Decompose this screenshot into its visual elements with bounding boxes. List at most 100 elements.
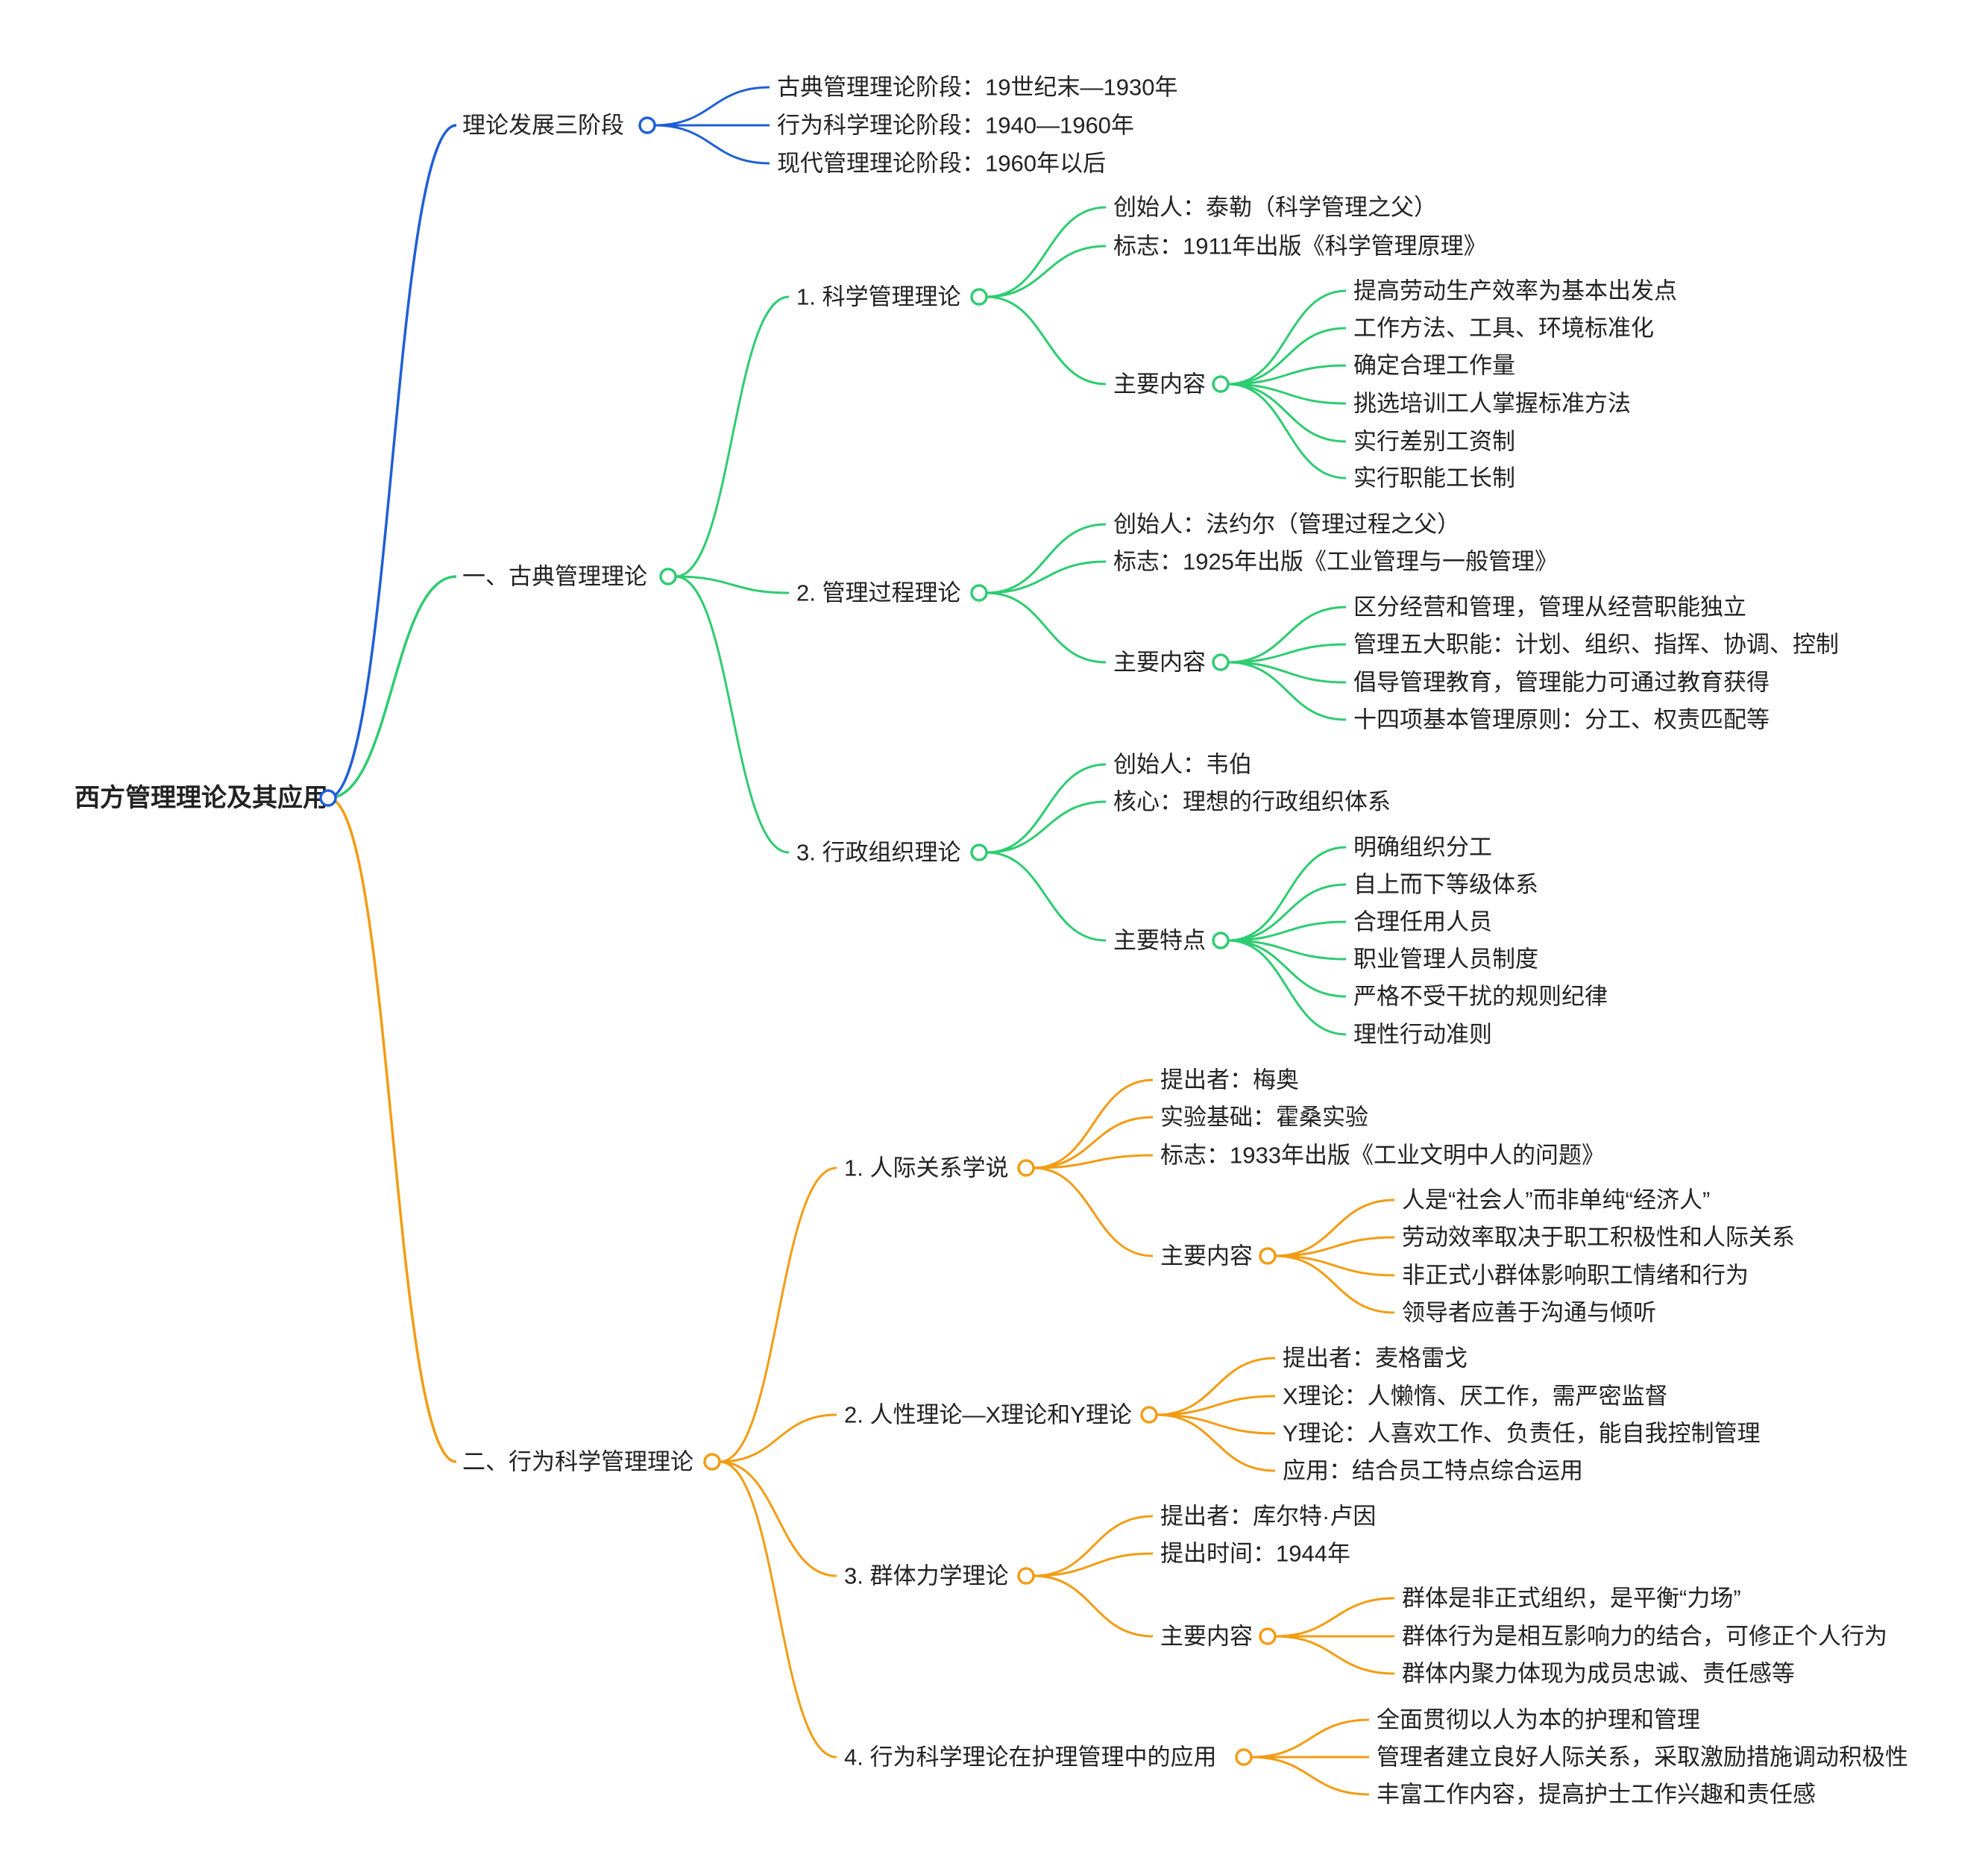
human-relations-content-item: 劳动效率取决于职工积极性和人际关系 xyxy=(1402,1225,1795,1251)
xy-theory-leaf: 应用：结合员工特点综合运用 xyxy=(1283,1458,1583,1484)
human-relations-toggle[interactable] xyxy=(1017,1159,1035,1177)
group-dynamics-content-item: 群体是非正式组织，是平衡“力场” xyxy=(1402,1586,1741,1612)
stage-item: 行为科学理论阶段：1940—1960年 xyxy=(777,113,1134,139)
branch-classical-toggle[interactable] xyxy=(659,568,677,585)
process-mgmt-toggle[interactable] xyxy=(970,584,988,602)
process-mgmt-content-item: 区分经营和管理，管理从经营职能独立 xyxy=(1353,594,1746,621)
group-dynamics-content-item-edge xyxy=(1274,1597,1395,1638)
process-mgmt-content-item-edge xyxy=(1227,661,1347,721)
scientific-mgmt-content-item: 提高劳动生产效率为基本出发点 xyxy=(1353,278,1677,304)
human-relations-content-item-edge xyxy=(1274,1254,1395,1277)
group-dynamics-content-item: 群体行为是相互影响力的结合，可修正个人行为 xyxy=(1402,1624,1887,1650)
process-mgmt-content-item-edge xyxy=(1227,606,1347,664)
process-mgmt-content-item: 十四项基本管理原则：分工、权责匹配等 xyxy=(1353,707,1770,733)
bureaucracy-content-item: 自上而下等级体系 xyxy=(1353,872,1538,898)
human-relations-content-item-edge xyxy=(1274,1254,1395,1314)
xy-theory-toggle[interactable] xyxy=(1140,1406,1158,1424)
xy-theory-leaf: Y理论：人喜欢工作、负责任，能自我控制管理 xyxy=(1283,1421,1761,1447)
bureaucracy-content-item-edge xyxy=(1227,939,1347,961)
scientific-mgmt-content-item-edge xyxy=(1227,327,1347,386)
bureaucracy-content-label: 主要特点 xyxy=(1113,928,1206,954)
branch-classical: 一、古典管理理论 xyxy=(462,564,647,590)
behavioral-to-xy-theory xyxy=(719,1413,837,1463)
branch-behavioral-toggle[interactable] xyxy=(703,1453,721,1471)
behavioral-to-application xyxy=(719,1460,837,1759)
xy-theory-leaf: 提出者：麦格雷戈 xyxy=(1283,1345,1468,1372)
scientific-mgmt-leaf-edge xyxy=(986,206,1107,298)
group-dynamics-toggle[interactable] xyxy=(1017,1567,1035,1585)
bureaucracy-leaf: 创始人：韦伯 xyxy=(1113,752,1252,778)
human-relations-content-edge xyxy=(1033,1166,1154,1257)
human-relations-leaf-edge xyxy=(1033,1116,1154,1169)
bureaucracy-content-item: 理性行动准则 xyxy=(1353,1022,1492,1048)
process-mgmt-leaf: 标志：1925年出版《工业管理与一般管理》 xyxy=(1113,549,1558,575)
process-mgmt-content-item-edge xyxy=(1227,643,1347,664)
bureaucracy-content-toggle[interactable] xyxy=(1212,932,1230,949)
nursing-application-leaf: 丰富工作内容，提高护士工作兴趣和责任感 xyxy=(1377,1782,1816,1808)
root-to-branch-stages xyxy=(327,124,457,800)
human-relations-leaf-edge xyxy=(1033,1154,1154,1169)
bureaucracy: 3. 行政组织理论 xyxy=(796,840,960,866)
scientific-mgmt-toggle[interactable] xyxy=(970,288,988,306)
bureaucracy-content-item: 合理任用人员 xyxy=(1353,909,1492,935)
scientific-mgmt-content-item: 确定合理工作量 xyxy=(1353,353,1515,379)
stage-item: 现代管理理论阶段：1960年以后 xyxy=(777,151,1106,177)
human-relations-content-toggle[interactable] xyxy=(1259,1247,1277,1265)
bureaucracy-content-item: 职业管理人员制度 xyxy=(1353,946,1538,973)
human-relations-content-item: 人是“社会人”而非单纯“经济人” xyxy=(1402,1187,1710,1213)
group-dynamics-leaf-edge xyxy=(1033,1515,1154,1577)
human-relations-content-label: 主要内容 xyxy=(1160,1243,1253,1269)
nursing-application-toggle[interactable] xyxy=(1235,1748,1253,1766)
process-mgmt-leaf-edge xyxy=(986,560,1107,594)
scientific-mgmt-content-label: 主要内容 xyxy=(1113,371,1206,398)
bureaucracy-content-item-edge xyxy=(1227,846,1347,942)
process-mgmt-content-toggle[interactable] xyxy=(1212,653,1230,671)
bureaucracy-content-item-edge xyxy=(1227,939,1347,998)
bureaucracy-content-edge xyxy=(986,851,1107,942)
human-relations-content-item: 非正式小群体影响职工情绪和行为 xyxy=(1402,1263,1749,1289)
classical-to-scientific xyxy=(675,295,790,578)
xy-theory-leaf-edge xyxy=(1156,1357,1276,1416)
process-mgmt-content-item: 倡导管理教育，管理能力可通过教育获得 xyxy=(1353,670,1770,696)
scientific-mgmt-content-item-edge xyxy=(1227,383,1347,443)
scientific-mgmt-content-item: 实行职能工长制 xyxy=(1353,465,1515,491)
bureaucracy-content-item: 明确组织分工 xyxy=(1353,835,1492,861)
group-dynamics-content-toggle[interactable] xyxy=(1259,1627,1277,1645)
xy-theory-leaf-edge xyxy=(1156,1413,1276,1472)
process-mgmt-leaf: 创始人：法约尔（管理过程之父） xyxy=(1113,512,1460,538)
nursing-application: 4. 行为科学理论在护理管理中的应用 xyxy=(844,1744,1216,1771)
process-mgmt-content-edge xyxy=(986,591,1107,664)
behavioral-to-group-dynamics xyxy=(719,1460,837,1577)
scientific-mgmt-content-toggle[interactable] xyxy=(1212,375,1230,393)
nursing-application-leaf-edge xyxy=(1251,1718,1370,1759)
group-dynamics-content-label: 主要内容 xyxy=(1160,1624,1253,1650)
process-mgmt-content-item: 管理五大职能：计划、组织、指挥、协调、控制 xyxy=(1353,632,1839,658)
connectors xyxy=(327,86,1395,1796)
xy-theory-leaf-edge xyxy=(1156,1395,1276,1416)
scientific-mgmt-content-item-edge xyxy=(1227,364,1347,386)
group-dynamics-content-item-edge xyxy=(1274,1635,1395,1675)
behavioral-to-human-relations xyxy=(719,1166,837,1463)
nursing-application-leaf-edge xyxy=(1251,1756,1370,1796)
human-relations-leaf: 提出者：梅奥 xyxy=(1160,1067,1299,1093)
root-node: 西方管理理论及其应用 xyxy=(75,784,328,812)
bureaucracy-leaf-edge xyxy=(986,763,1107,854)
human-relations-content-item-edge xyxy=(1274,1236,1395,1257)
scientific-mgmt: 1. 科学管理理论 xyxy=(796,284,960,310)
human-relations: 1. 人际关系学说 xyxy=(844,1155,1008,1181)
classical-to-process xyxy=(675,575,790,594)
human-relations-leaf: 实验基础：霍桑实验 xyxy=(1160,1105,1368,1131)
branch-stages-toggle[interactable] xyxy=(638,116,656,134)
process-mgmt: 2. 管理过程理论 xyxy=(796,580,960,606)
group-dynamics-content-edge xyxy=(1033,1574,1154,1638)
group-dynamics-content-item: 群体内聚力体现为成员忠诚、责任感等 xyxy=(1402,1661,1795,1687)
branch-stages: 理论发展三阶段 xyxy=(462,113,624,139)
nursing-application-leaf: 全面贯彻以人为本的护理和管理 xyxy=(1377,1707,1700,1733)
human-relations-leaf-edge xyxy=(1033,1078,1154,1169)
root-toggle[interactable] xyxy=(319,789,337,807)
group-dynamics-leaf: 提出者：库尔特·卢因 xyxy=(1160,1504,1376,1530)
bureaucracy-toggle[interactable] xyxy=(970,844,988,861)
nodes: 西方管理理论及其应用理论发展三阶段古典管理理论阶段：19世纪末—1930年行为科… xyxy=(75,75,1908,1808)
root-to-branch-classical xyxy=(327,575,457,800)
